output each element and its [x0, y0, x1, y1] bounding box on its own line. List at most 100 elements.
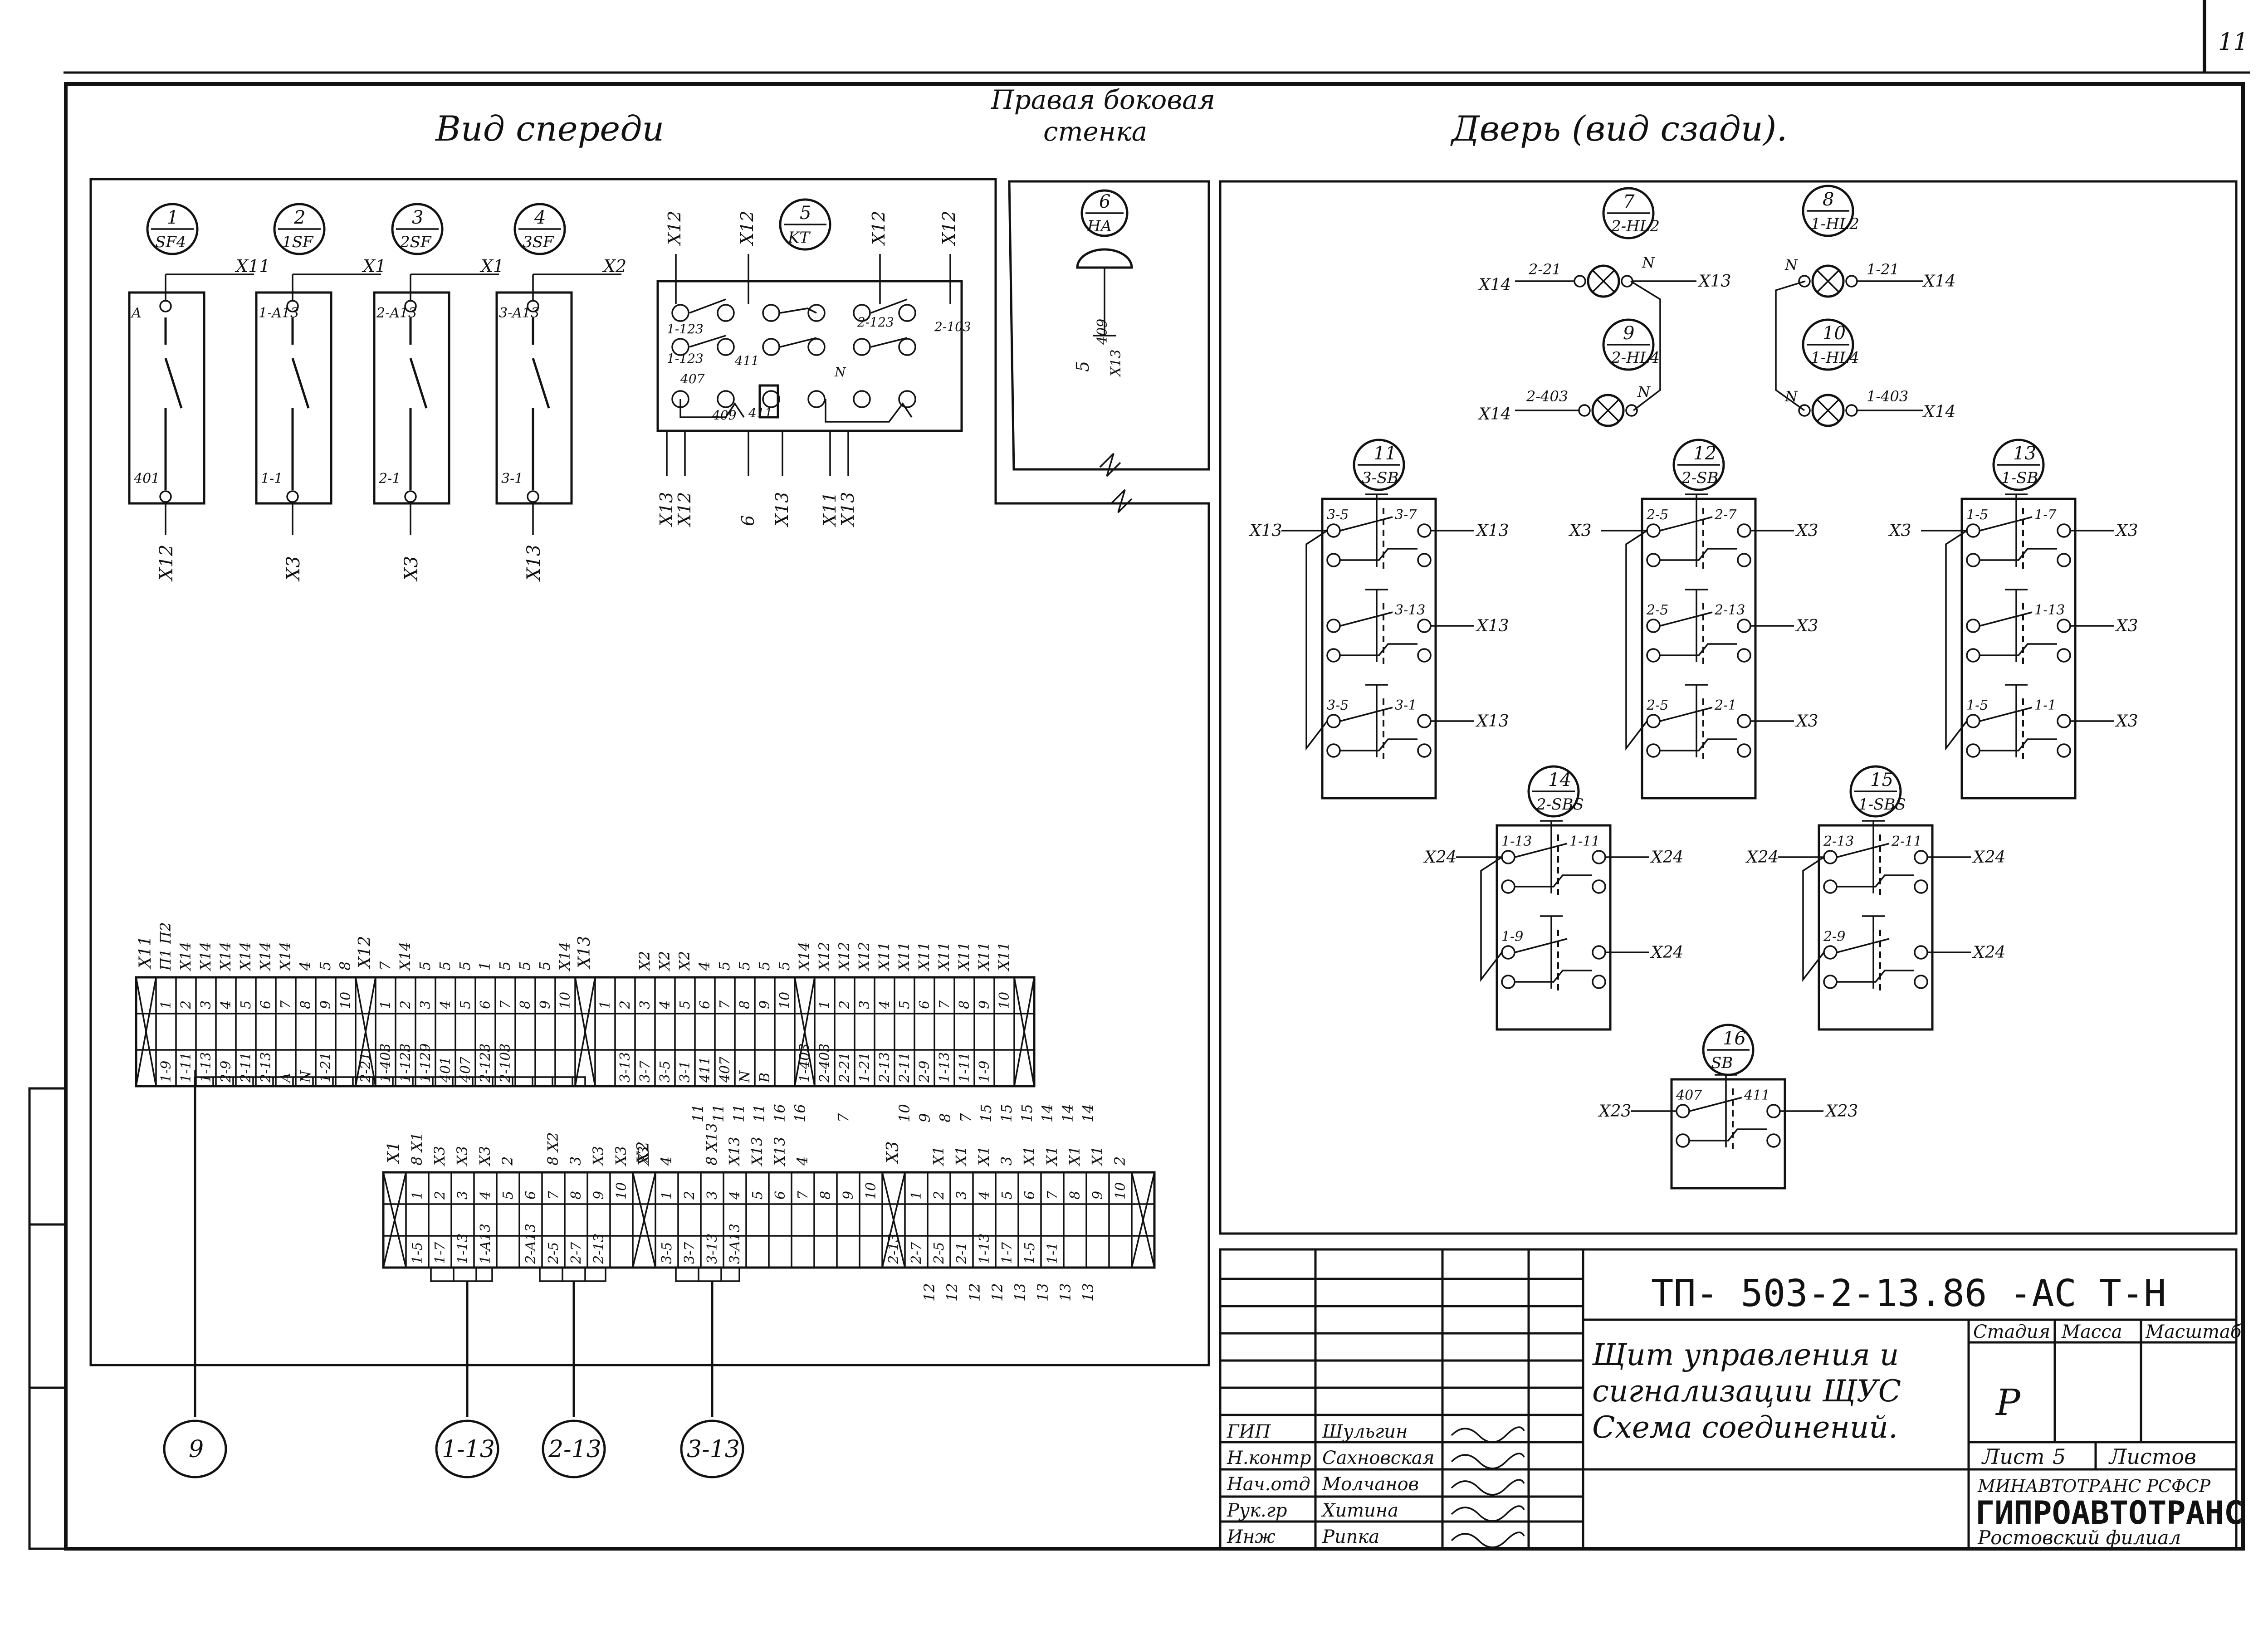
- cable-core-label: 10: [896, 1104, 913, 1122]
- cable-core-label: 15: [1018, 1104, 1036, 1122]
- pin-label: 1-9: [1501, 929, 1523, 945]
- position-code: 1-SB: [2001, 469, 2038, 487]
- terminal-number: 1: [659, 1191, 675, 1200]
- relay-wiring: [679, 399, 913, 423]
- terminal-number: 5: [500, 1191, 516, 1200]
- pin-label: 2-1: [378, 471, 401, 487]
- terminal: [1798, 275, 1811, 288]
- terminal-wire-label: X13: [771, 1137, 788, 1167]
- pin-label: 407: [1676, 1088, 1702, 1103]
- terminal-mark: 2-7: [909, 1242, 924, 1264]
- terminal-wire-label: X11: [975, 942, 992, 972]
- position-circle: [1353, 439, 1405, 491]
- terminal-mark: 3-A13: [727, 1224, 743, 1264]
- terminal: [1914, 850, 1928, 864]
- pin-label: 2-13: [1714, 602, 1745, 618]
- relay-pin-label: 2-123: [857, 315, 894, 330]
- cable-core-label: 15: [998, 1104, 1015, 1122]
- end-stop: [632, 1172, 656, 1268]
- terminal-mark: 1-5: [410, 1242, 425, 1264]
- cable-core-label: 12: [921, 1283, 938, 1302]
- terminal-number: 6: [917, 1000, 933, 1009]
- terminal-mark: 2-7: [568, 1242, 584, 1264]
- cable-core-label: 8: [937, 1113, 954, 1122]
- wire-label: X1: [362, 256, 386, 276]
- svg-text:Правая боковая: Правая боковая: [991, 84, 1215, 115]
- terminal-mark: 3-7: [682, 1242, 698, 1264]
- position-number: 2: [293, 207, 305, 228]
- terminal-number: 7: [498, 1000, 513, 1009]
- relay-pin-label: 2-103: [934, 319, 971, 334]
- relay-terminal: [762, 338, 780, 356]
- title-block: ТП- 503-2-13.86 -АС Т-Н Щит управления и…: [1219, 1248, 2243, 1550]
- terminal-number: 7: [546, 1190, 562, 1200]
- title-door-view: Дверь (вид сзади).: [1450, 108, 1788, 149]
- terminal: [1574, 275, 1586, 288]
- cable-core-label: 9: [916, 1113, 934, 1122]
- position-circle: [1527, 765, 1580, 818]
- terminal-mark: 1-11: [178, 1052, 194, 1083]
- position-circle: [779, 198, 831, 251]
- terminal: [404, 300, 417, 312]
- terminal-wire-label: 5: [716, 961, 733, 971]
- terminal-wire-label: 8: [337, 961, 354, 971]
- terminal: [1966, 553, 1980, 567]
- wire-label: X13: [1248, 522, 1282, 540]
- terminal-mark: A: [278, 1073, 294, 1084]
- position-circle: [1802, 318, 1854, 371]
- relay-terminal: [717, 390, 735, 408]
- terminal-wire-label: X3: [635, 1146, 652, 1167]
- contact: [291, 358, 310, 409]
- position-code: 3-SB: [1362, 469, 1398, 487]
- terminal-number: 2: [682, 1191, 698, 1200]
- relay-terminal: [898, 338, 916, 356]
- mass-label: Масса: [2061, 1322, 2122, 1342]
- terminal-wire-label: 2: [499, 1156, 516, 1166]
- title-line-2: сигнализации ЩУС: [1592, 1374, 1901, 1409]
- cable-core-label: 7: [835, 1113, 852, 1122]
- breaker-body: [255, 291, 332, 505]
- terminal-wire-label: X14: [556, 942, 573, 972]
- terminal: [1592, 879, 1606, 894]
- signature: [1451, 1453, 1525, 1469]
- terminal: [1501, 879, 1515, 894]
- pushbutton-contact: [1340, 493, 1418, 567]
- terminal-number: 4: [977, 1191, 992, 1200]
- terminal-number: 8: [737, 1000, 753, 1009]
- pushbutton-contact: [1340, 589, 1418, 662]
- terminal: [1417, 714, 1432, 728]
- terminal: [2057, 648, 2071, 663]
- position-code: 2-SBS: [1536, 795, 1584, 814]
- terminal-number: 10: [777, 992, 793, 1009]
- terminal-wire-label: 5: [436, 961, 454, 971]
- terminal: [1823, 879, 1838, 894]
- relay-terminal: [762, 304, 780, 322]
- terminal-number: 9: [757, 1000, 773, 1009]
- terminal-number: 8: [568, 1191, 584, 1200]
- terminal: [1417, 648, 1432, 663]
- wire-label: X11: [820, 492, 840, 527]
- end-stop: [1131, 1172, 1155, 1268]
- relay-terminal: [853, 390, 871, 408]
- terminal-mark: 1-13: [937, 1052, 953, 1083]
- terminal-mark: 2-13: [591, 1234, 607, 1264]
- relay-contacts: [689, 298, 908, 348]
- ministry: МИНАВТОТРАНС РСФСР: [1977, 1476, 2211, 1496]
- contact: [409, 358, 428, 409]
- terminal-number: 2: [178, 1000, 194, 1010]
- frame: [64, 82, 2245, 1551]
- relay-terminal: [762, 390, 780, 408]
- label: 2-403: [1526, 388, 1568, 405]
- terminal-wire-label: 5: [456, 961, 474, 971]
- terminal-wire-label: X11: [955, 942, 973, 972]
- terminal-number: 2: [931, 1191, 947, 1200]
- position-code: 2SF: [400, 233, 432, 251]
- terminal-wire-label: X3: [476, 1146, 494, 1167]
- relay-body: [656, 280, 963, 432]
- pushbutton-contact: [1660, 684, 1737, 757]
- horn: [1076, 248, 1133, 269]
- terminal: [286, 300, 299, 312]
- role-label: ГИП: [1227, 1421, 1271, 1442]
- terminal: [1646, 619, 1661, 633]
